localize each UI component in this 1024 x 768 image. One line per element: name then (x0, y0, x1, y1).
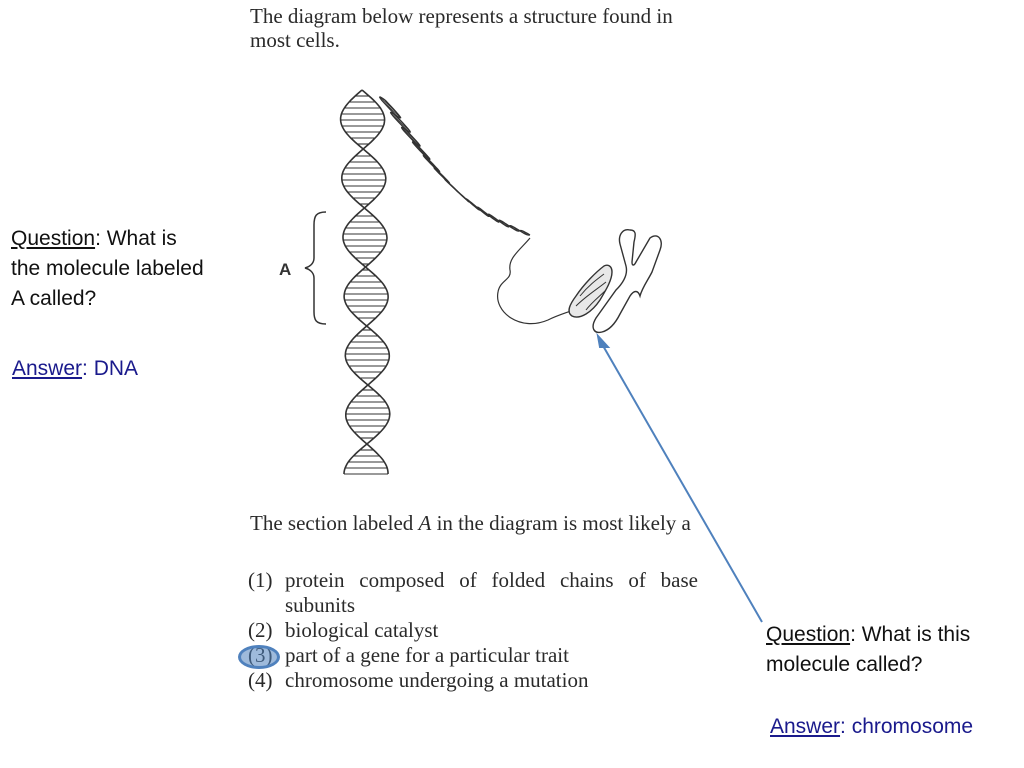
intro-text: The diagram below represents a structure… (250, 4, 673, 52)
left-question: Question: What is the molecule labeled A… (11, 227, 204, 310)
coil-rung (422, 153, 429, 159)
coil-rung (430, 163, 440, 172)
left-answer: Answer: DNA (12, 357, 139, 380)
coil-rung (489, 214, 498, 223)
coil-rung (503, 222, 509, 228)
coil-rung (522, 230, 528, 235)
pointer-arrow (596, 332, 763, 623)
coil-rung (499, 220, 507, 227)
right-answer: Answer: chromosome (770, 715, 974, 738)
chromosome-drawing (568, 229, 662, 334)
bracket-a (304, 211, 327, 325)
choice-1[interactable]: (1) protein composed of folded chains of… (248, 568, 698, 617)
question-stem: The section labeled A in the diagram is … (250, 511, 691, 535)
choice-2[interactable]: (2) biological catalyst (248, 618, 439, 642)
coil-rung (405, 132, 421, 147)
chromatin-thread (497, 237, 579, 325)
coil-rung (480, 208, 489, 217)
label-a: A (279, 260, 291, 279)
uncoiled-strand (378, 96, 531, 236)
coil-rung (512, 226, 519, 232)
coil-rung (381, 99, 401, 119)
coil-rung (488, 213, 494, 219)
coil-rung (401, 127, 419, 144)
coil-rung (470, 202, 480, 211)
coil-rung (390, 113, 411, 132)
coil-rung (477, 206, 486, 215)
choice-3[interactable]: (3) part of a gene for a particular trai… (248, 643, 569, 667)
right-question: Question: What is this molecule called? (766, 623, 971, 676)
coil-rung (403, 128, 410, 135)
coil-rung (414, 144, 431, 160)
coil-rung (390, 110, 398, 117)
coil-rung (397, 121, 410, 133)
coil-rung (485, 213, 490, 217)
coil-rung (438, 172, 450, 184)
coil-rung (509, 225, 515, 230)
coil-rung (423, 155, 434, 165)
coil-rung (526, 232, 530, 236)
answer-choices: (1) protein composed of folded chains of… (248, 568, 698, 693)
selected-answer-highlight (238, 645, 280, 669)
coil-rung (391, 112, 404, 124)
choice-4[interactable]: (4) chromosome undergoing a mutation (248, 668, 589, 692)
coil-rung (520, 230, 524, 234)
coil-rung (498, 220, 502, 223)
coil-rung (423, 156, 440, 171)
coil-rung (412, 141, 427, 155)
coil-rung (517, 229, 520, 232)
coil-rung (494, 217, 500, 223)
double-helix (339, 89, 391, 475)
coil-rung (379, 96, 397, 113)
